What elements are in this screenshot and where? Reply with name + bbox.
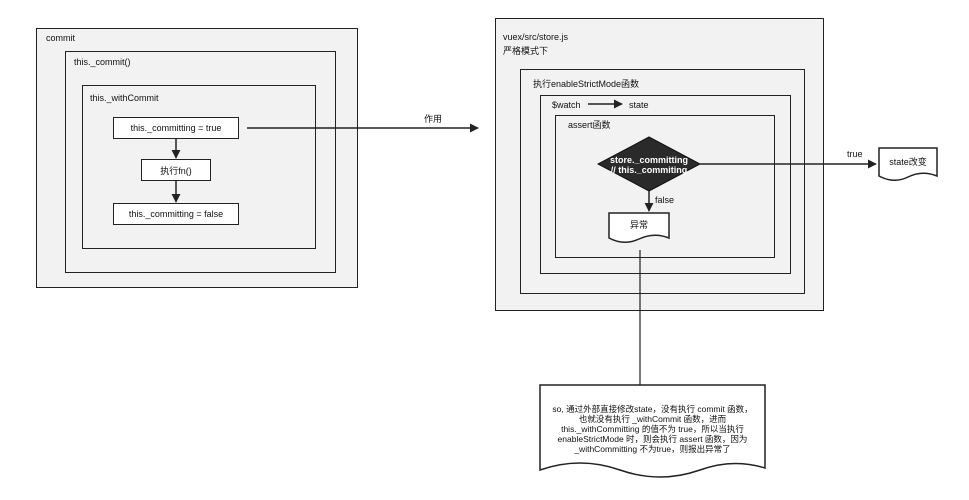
watch-target-label: state [629,100,649,110]
committing-false-step: this._committing = false [113,203,239,225]
note-line-5: _withCommitting 不为true，则报出异常了 [574,444,731,454]
note-line-4: enableStrictMode 时，则会执行 assert 函数，因为 [557,434,748,444]
assert-title: assert函数 [568,120,611,130]
decision-line-2: // this._commiting [610,165,688,175]
committing-true-step: this._committing = true [113,117,239,139]
false-label: false [655,195,675,205]
note-line-2: 也就没有执行 _withCommit 函数，进而 [578,414,727,424]
true-label: true [847,149,863,159]
commit-frame-title: commit [46,33,75,43]
link-label: 作用 [424,114,443,124]
state-changed-label: state改变 [889,157,927,167]
error-document-label: 异常 [629,220,648,230]
store-js-title: vuex/src/store.js [503,32,569,42]
state-changed-document-shape [878,147,938,181]
run-fn-step: 执行fn() [141,159,211,181]
decision-line-1: store._committing [609,155,688,165]
error-document-shape [608,212,670,243]
watch-label: $watch [552,100,581,110]
note-document-shape [539,384,766,478]
commit-fn-frame-title: this._commit() [74,57,131,67]
note-line-1: so, 通过外部直接修改state，没有执行 commit 函数， [552,404,753,414]
enable-strict-mode-title: 执行enableStrictMode函数 [533,79,640,89]
strict-mode-subtitle: 严格模式下 [503,46,549,56]
note-line-3: this._withCommitting 的值不为 true，所以当执行 [561,424,744,434]
with-commit-frame-title: this._withCommit [90,93,159,103]
